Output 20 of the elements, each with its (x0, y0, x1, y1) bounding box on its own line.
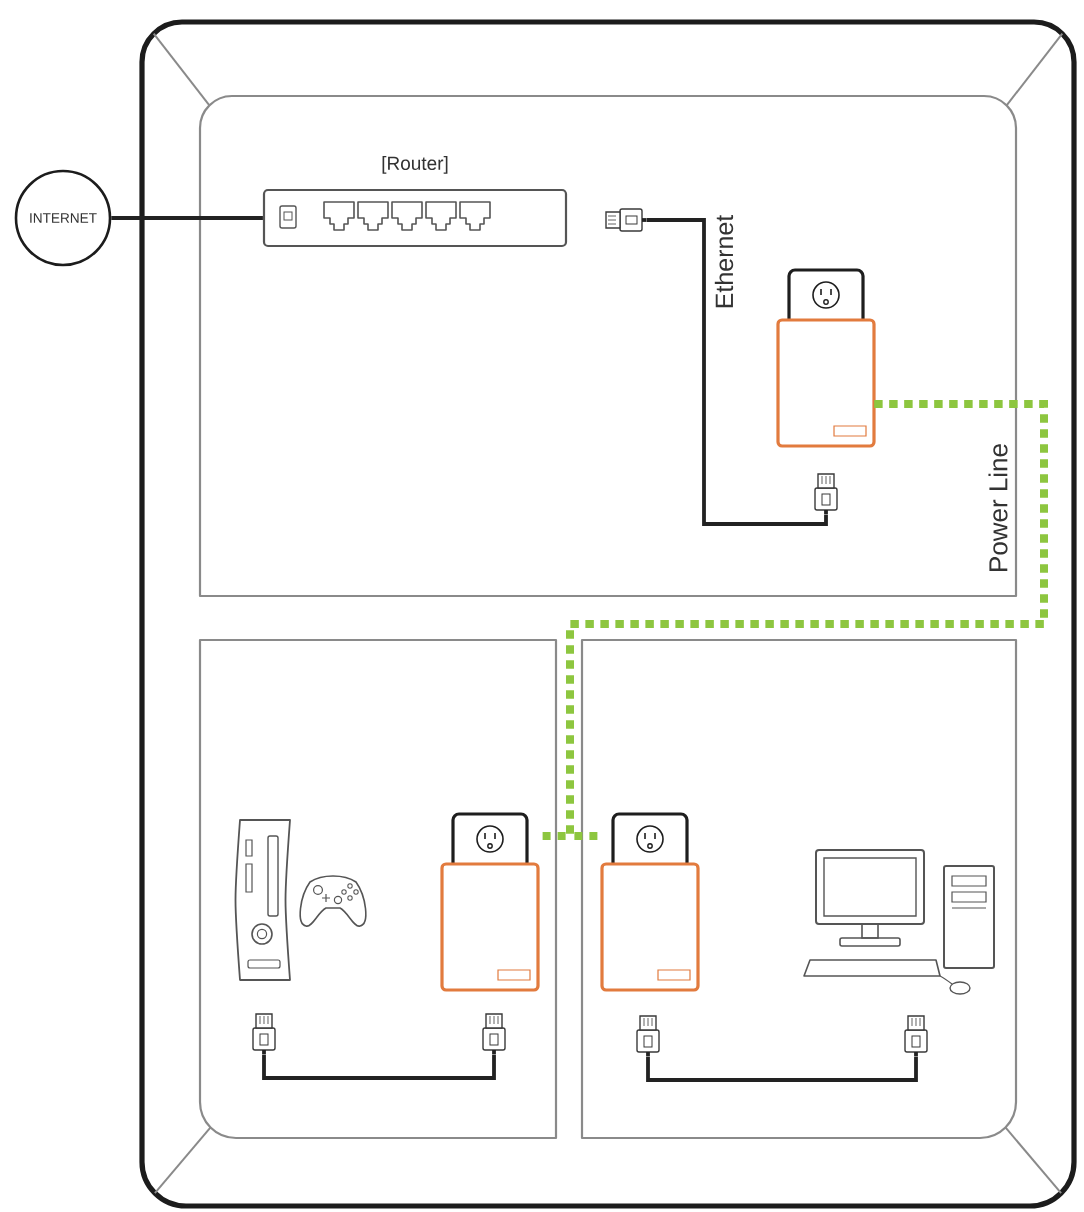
ethernet-plug (814, 473, 838, 514)
ethernet-plug (482, 1013, 506, 1054)
connector-line (111, 216, 263, 220)
ethernet-plug (636, 1015, 660, 1056)
room-outline (198, 94, 1018, 598)
powerline-adapter (440, 812, 540, 992)
device-label: [Router] (382, 156, 448, 174)
ethernet-cable (646, 1056, 918, 1082)
ethernet-plug (252, 1013, 276, 1054)
ethernet-cable (646, 218, 828, 526)
ethernet-plug (605, 208, 646, 232)
edge-label: Ethernet (714, 214, 734, 308)
ethernet-cable (262, 1054, 496, 1080)
room-outline (198, 638, 558, 1140)
powerline-adapter (776, 268, 876, 448)
room-outline (580, 638, 1018, 1140)
edge-label: Power Line (988, 444, 1008, 571)
powerline-adapter (600, 812, 700, 992)
house-outline (139, 19, 1077, 1209)
ethernet-plug (904, 1015, 928, 1056)
